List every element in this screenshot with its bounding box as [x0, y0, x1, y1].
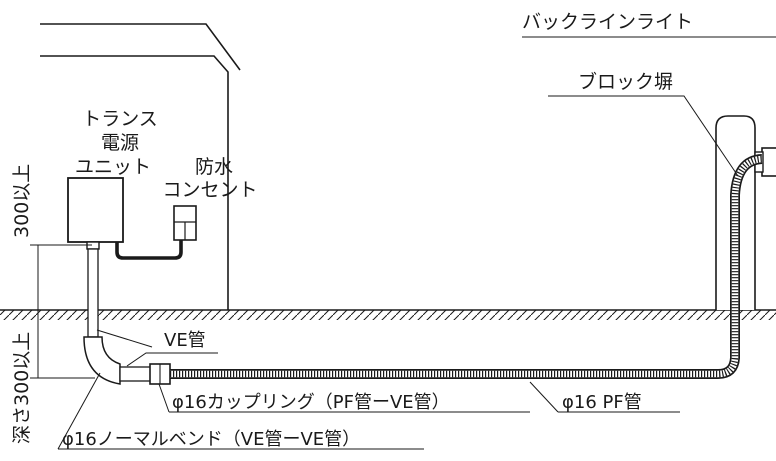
coupling-label: φ16カップリング（PF管ーVE管）	[172, 392, 450, 413]
ground	[0, 309, 776, 320]
transformer-label-line2: 電源	[101, 132, 139, 154]
depth-dimension-label: 深さ300以上	[11, 332, 33, 444]
backlight-label: バックラインライト	[522, 11, 693, 33]
normal-bend	[83, 336, 121, 385]
ve-pipe-vertical	[87, 248, 99, 338]
height-dimension-label: 300以上	[11, 164, 33, 238]
dimension-depth	[30, 310, 95, 379]
transformer-label: トランス 電源 ユニット	[75, 108, 158, 178]
waterproof-outlet	[173, 205, 197, 241]
normal-bend-label: φ16ノーマルベンド（VE管ーVE管）	[62, 429, 360, 450]
ve-pipe-label: VE管	[164, 330, 206, 351]
dimension-height	[30, 244, 92, 311]
outlet-label-line2: コンセント	[162, 179, 257, 201]
ve-pipe-horizontal	[119, 366, 153, 382]
pf-pipe	[170, 154, 763, 379]
transformer-unit	[67, 177, 124, 250]
outlet-label-line1: 防水	[195, 156, 233, 178]
outlet-label: 防水 コンセント	[162, 156, 257, 201]
block-wall-label: ブロック塀	[578, 70, 673, 93]
pf-pipe-label: φ16 PF管	[562, 392, 642, 413]
transformer-label-line1: トランス	[82, 108, 158, 130]
transformer-label-line3: ユニット	[75, 156, 151, 178]
leader-lines	[57, 36, 776, 450]
house	[40, 23, 241, 310]
power-cable	[115, 240, 183, 260]
